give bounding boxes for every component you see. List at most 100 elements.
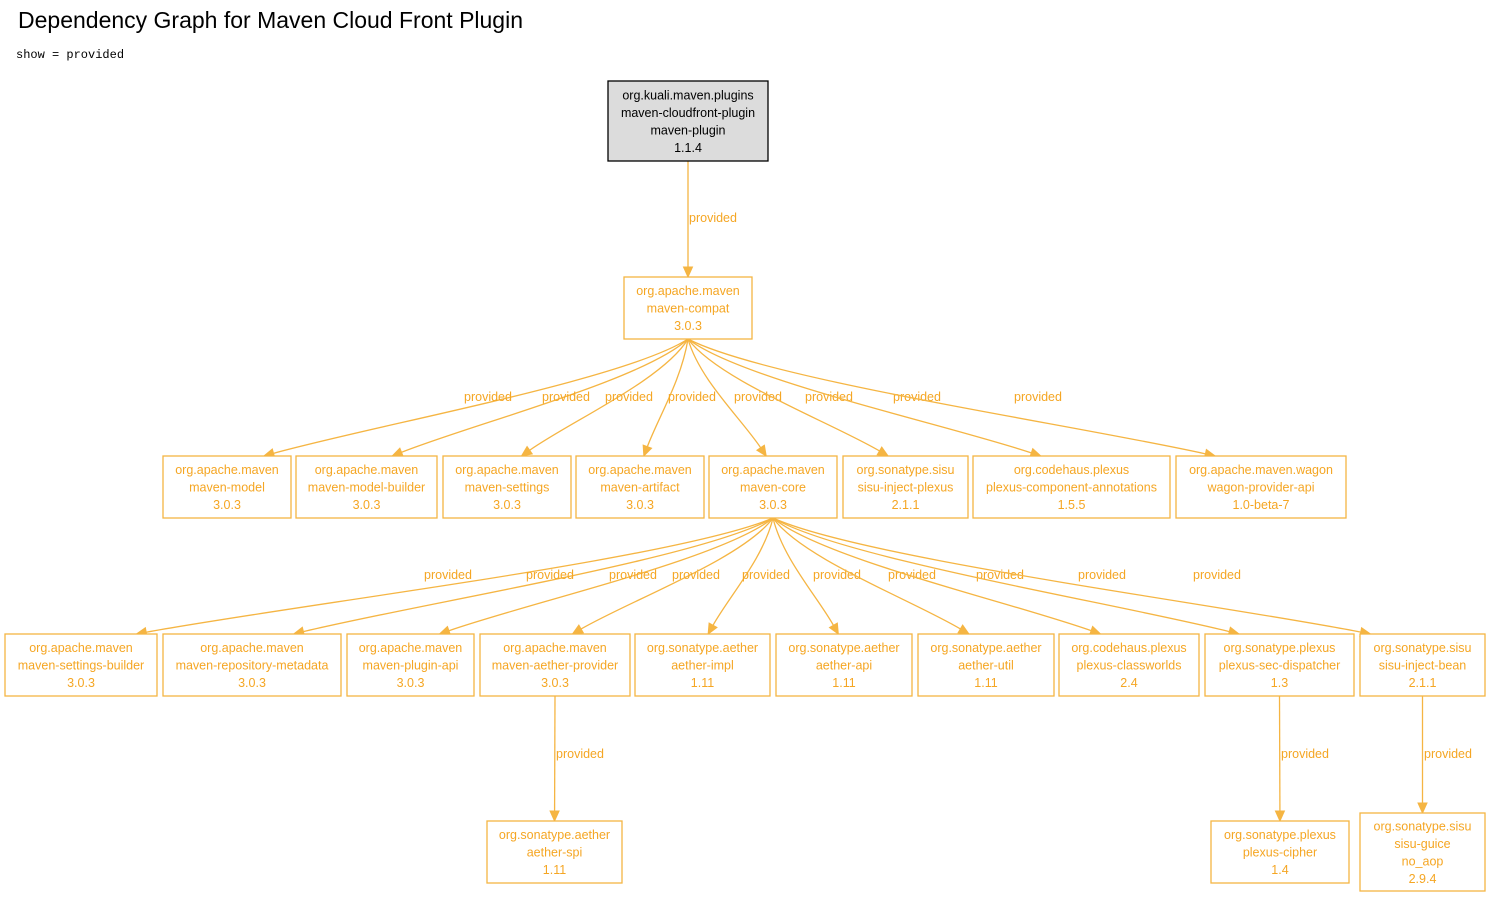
arrowhead-icon [707, 622, 718, 636]
dependency-edge-compat-artifact: provided [642, 338, 716, 458]
edge-line [401, 338, 689, 453]
edge-line [772, 517, 1361, 633]
node-group-id: org.sonatype.sisu [1374, 819, 1472, 833]
edge-line [712, 517, 774, 626]
node-group-id: org.apache.maven [200, 641, 304, 655]
node-version: 3.0.3 [353, 498, 381, 512]
node-group-id: org.sonatype.aether [930, 641, 1041, 655]
node-version: 1.5.5 [1058, 498, 1086, 512]
node-version: 1.4 [1271, 863, 1288, 877]
dependency-node-settingsbuilder[interactable]: org.apache.mavenmaven-settings-builder3.… [4, 633, 158, 697]
node-version: 3.0.3 [626, 498, 654, 512]
edge-scope-label: provided [805, 390, 853, 404]
dependency-edge-core-aetherapi: provided [772, 517, 861, 636]
node-group-id: org.apache.maven [503, 641, 607, 655]
dependency-edge-root-compat: provided [682, 161, 737, 279]
node-version: 2.1.1 [1409, 676, 1437, 690]
dependency-edge-compat-sisuplexus: provided [687, 338, 890, 457]
node-artifact-id: maven-settings [465, 481, 550, 495]
node-artifact-id: aether-util [958, 659, 1014, 673]
node-box [634, 633, 771, 697]
edge-scope-label: provided [1078, 568, 1126, 582]
edge-line [687, 338, 1206, 455]
node-artifact-id: maven-model [189, 481, 265, 495]
node-box [295, 455, 438, 519]
edge-scope-label: provided [734, 390, 782, 404]
dependency-node-secdisp[interactable]: org.sonatype.plexusplexus-sec-dispatcher… [1204, 633, 1355, 697]
edge-scope-label: provided [668, 390, 716, 404]
arrowhead-icon [828, 622, 839, 636]
edge-scope-label: provided [1281, 747, 1329, 761]
node-version: 1.1.4 [674, 141, 702, 155]
node-box [1058, 633, 1200, 697]
node-box [1359, 633, 1486, 697]
edge-scope-label: provided [605, 390, 653, 404]
node-group-id: org.apache.maven [359, 641, 463, 655]
node-box [162, 633, 342, 697]
dependency-node-compann[interactable]: org.codehaus.plexusplexus-component-anno… [972, 455, 1171, 519]
dependency-edge-core-pluginapi: provided [438, 517, 774, 636]
node-group-id: org.apache.maven [175, 463, 279, 477]
node-box [1210, 820, 1350, 884]
node-box [708, 455, 838, 519]
edge-scope-label: provided [464, 390, 512, 404]
node-version: 3.0.3 [397, 676, 425, 690]
edge-scope-label: provided [689, 211, 737, 225]
edge-scope-label: provided [542, 390, 590, 404]
node-artifact-id: aether-api [816, 659, 872, 673]
arrowhead-icon [1274, 810, 1286, 823]
node-group-id: org.sonatype.aether [788, 641, 899, 655]
node-box [1359, 812, 1486, 892]
edge-scope-label: provided [888, 568, 936, 582]
dependency-node-wagon[interactable]: org.apache.maven.wagonwagon-provider-api… [1175, 455, 1347, 519]
node-box [1175, 455, 1347, 519]
arrowhead-icon [520, 445, 534, 457]
dependency-node-aetherprov[interactable]: org.apache.mavenmaven-aether-provider3.0… [479, 633, 631, 697]
node-group-id: org.kuali.maven.plugins [622, 88, 753, 102]
node-version: 3.0.3 [674, 319, 702, 333]
dependency-node-pluginapi[interactable]: org.apache.maven maven-plugin-api 3.0.3 [346, 633, 475, 697]
dependency-node-repometa[interactable]: org.apache.mavenmaven-repository-metadat… [162, 633, 342, 697]
node-version: 3.0.3 [67, 676, 95, 690]
node-artifact-id: maven-plugin-api [363, 659, 459, 673]
dependency-edge-core-aetherprov: provided [571, 517, 774, 635]
edge-scope-label: provided [672, 568, 720, 582]
arrowhead-icon [642, 444, 653, 458]
node-group-id: org.sonatype.plexus [1224, 828, 1336, 842]
node-artifact-id: maven-model-builder [308, 481, 425, 495]
node-version: 3.0.3 [493, 498, 521, 512]
node-box [917, 633, 1055, 697]
dependency-edge-compat-core: provided [687, 338, 782, 458]
node-group-id: org.sonatype.aether [647, 641, 758, 655]
edge-scope-label: provided [742, 568, 790, 582]
node-group-id: org.apache.maven [721, 463, 825, 477]
node-artifact-id: plexus-classworlds [1077, 659, 1182, 673]
dependency-edge-sisubean-guice: provided [1417, 696, 1472, 815]
arrowhead-icon [682, 266, 694, 279]
edge-line [772, 517, 834, 626]
edge-line [580, 517, 774, 630]
edge-scope-label: provided [424, 568, 472, 582]
arrowhead-icon [957, 624, 971, 635]
node-packaging: maven-plugin [650, 123, 725, 137]
node-group-id: org.codehaus.plexus [1014, 463, 1129, 477]
edge-line [273, 338, 689, 454]
dependency-node-root[interactable]: org.kuali.maven.pluginsmaven-cloudfront-… [607, 80, 769, 162]
node-box [4, 633, 158, 697]
